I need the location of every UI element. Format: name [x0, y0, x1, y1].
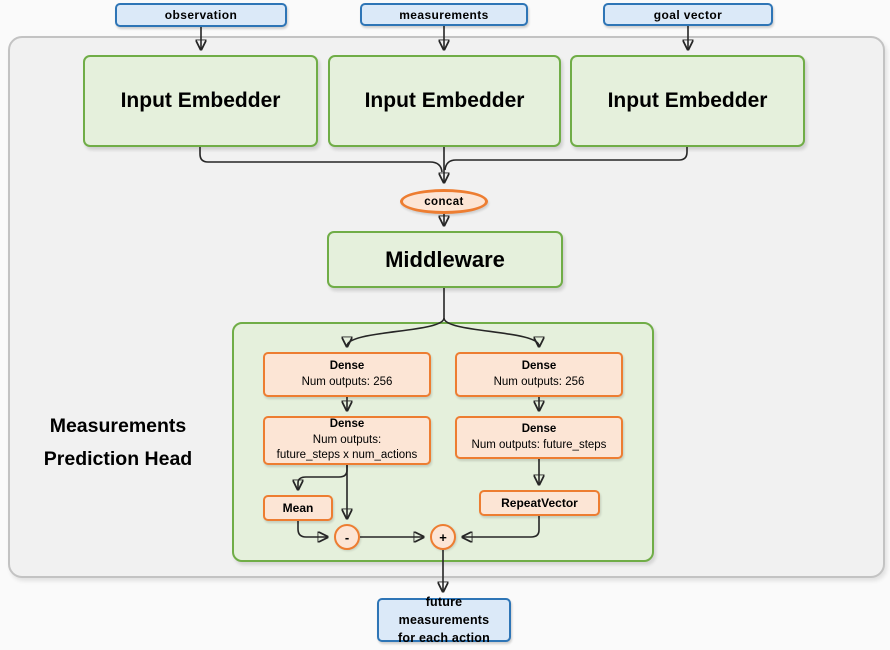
embedder-label: Input Embedder	[120, 89, 281, 112]
output-line2: for each action	[398, 631, 490, 646]
head-title-line2: Prediction Head	[43, 447, 193, 470]
dense-outputs-line1: Num outputs:	[312, 433, 382, 446]
minus-sign: -	[344, 529, 350, 545]
dense-right-1: Dense Num outputs: 256	[455, 352, 623, 397]
input-node-observation: observation	[115, 3, 287, 27]
concat-label: concat	[424, 195, 464, 208]
dense-outputs: Num outputs: 256	[301, 375, 393, 388]
input-label: observation	[164, 8, 238, 22]
head-title: Measurements Prediction Head	[12, 410, 224, 476]
plus-sign: +	[439, 529, 447, 545]
dense-title: Dense	[329, 418, 365, 431]
output-line1: future measurements	[398, 594, 490, 627]
input-embedder-measurements: Input Embedder	[328, 55, 561, 147]
dense-right-2: Dense Num outputs: future_steps	[455, 416, 623, 459]
embedder-label: Input Embedder	[364, 89, 525, 112]
add-op-node: +	[430, 524, 456, 550]
input-node-goal-vector: goal vector	[603, 3, 773, 26]
repeat-vector-label: RepeatVector	[501, 495, 578, 510]
dense-outputs: Num outputs: future_steps	[471, 438, 607, 451]
middleware-node: Middleware	[327, 231, 563, 288]
input-label: goal vector	[653, 7, 723, 22]
input-embedder-goal-vector: Input Embedder	[570, 55, 805, 147]
repeat-vector-node: RepeatVector	[479, 490, 600, 516]
input-embedder-observation: Input Embedder	[83, 55, 318, 147]
subtract-op-node: -	[334, 524, 360, 550]
output-node-future-measurements: future measurements for each action	[377, 595, 511, 645]
dense-outputs-line2: future_steps x num_actions	[276, 449, 418, 462]
dense-title: Dense	[521, 359, 557, 372]
dense-left-1: Dense Num outputs: 256	[263, 352, 431, 397]
dense-outputs: Num outputs: 256	[493, 375, 585, 388]
mean-label: Mean	[282, 500, 314, 515]
mean-node: Mean	[263, 495, 333, 521]
dense-title: Dense	[329, 359, 365, 372]
concat-node: concat	[400, 189, 488, 214]
head-title-line1: Measurements	[49, 415, 187, 437]
input-node-measurements: measurements	[360, 3, 528, 26]
dense-left-2: Dense Num outputs: future_steps x num_ac…	[263, 416, 431, 465]
middleware-label: Middleware	[385, 246, 505, 272]
input-label: measurements	[399, 7, 489, 22]
dense-title: Dense	[521, 422, 557, 435]
embedder-label: Input Embedder	[607, 89, 768, 112]
